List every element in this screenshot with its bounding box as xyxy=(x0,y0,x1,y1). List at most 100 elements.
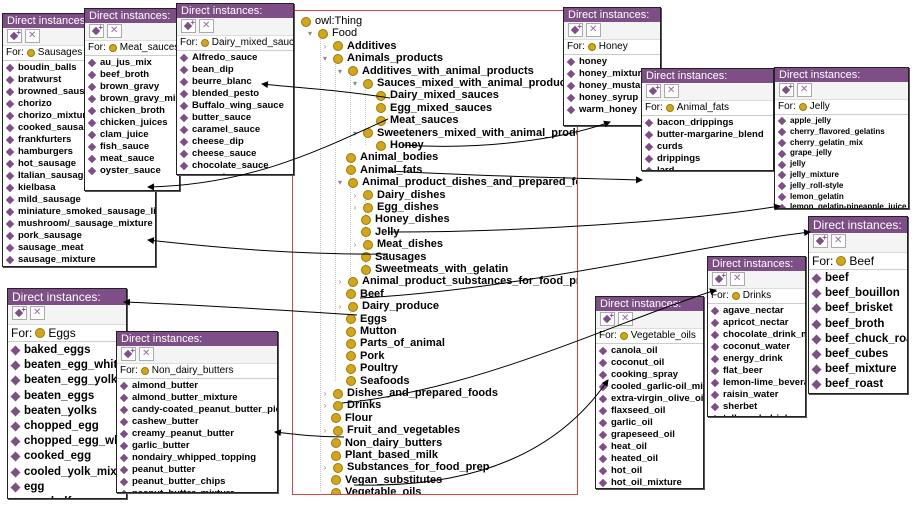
instance-item[interactable]: energy_drink xyxy=(710,353,802,365)
tree-node[interactable]: Plant_based_milk xyxy=(331,449,438,462)
add-individual-icon[interactable] xyxy=(121,345,136,361)
delete-individual-icon[interactable] xyxy=(107,24,122,38)
instance-item[interactable]: egg xyxy=(10,480,123,495)
tree-node[interactable]: Pork xyxy=(346,350,384,363)
add-individual-icon[interactable] xyxy=(12,304,27,320)
instance-item[interactable]: warm_honey xyxy=(566,104,657,116)
instance-item[interactable]: nondairy_whipped_topping xyxy=(119,452,274,464)
tree-node[interactable]: Honey_dishes xyxy=(361,213,450,226)
tree-node[interactable]: Honey xyxy=(376,139,424,152)
instance-item[interactable]: hot_sausage xyxy=(5,158,152,170)
instance-item[interactable]: chocolate_sauce xyxy=(179,160,290,172)
tree-node[interactable]: Animal_bodies xyxy=(346,151,438,164)
instance-item[interactable]: brown_gravy_mix xyxy=(87,93,179,105)
tree-toggle-icon[interactable]: ▾ xyxy=(337,178,342,188)
instance-item[interactable]: oyster_sauce xyxy=(87,165,176,177)
instance-item[interactable]: jelly xyxy=(777,159,905,170)
instance-item[interactable]: baked_eggs xyxy=(10,343,123,358)
tree-toggle-icon[interactable]: › xyxy=(323,41,327,51)
instance-item[interactable]: beef_brisket xyxy=(811,301,904,316)
tree-toggle-icon[interactable]: › xyxy=(323,401,327,411)
tree-toggle-icon[interactable]: › xyxy=(353,240,357,250)
instance-item[interactable]: beef xyxy=(811,271,904,286)
instance-item[interactable]: clam_juice xyxy=(87,129,176,141)
instance-item[interactable]: flat_beer xyxy=(710,365,802,377)
instance-item[interactable]: coconut_oil xyxy=(598,357,700,369)
delete-individual-icon[interactable] xyxy=(797,83,812,97)
instance-item[interactable]: miniature_smoked_sausage_links xyxy=(5,206,155,218)
add-individual-icon[interactable] xyxy=(7,27,22,43)
instance-item[interactable]: hot_oil_mixture xyxy=(598,477,700,488)
tree-toggle-icon[interactable]: › xyxy=(353,203,357,212)
instance-item[interactable]: beef_cubes xyxy=(811,347,904,362)
instance-item[interactable]: chopped_egg xyxy=(10,419,123,434)
instance-item[interactable]: cooking_spray xyxy=(598,369,700,381)
add-individual-icon[interactable] xyxy=(813,232,828,248)
instance-item[interactable]: bacon_drippings xyxy=(644,117,770,129)
instance-item[interactable]: beef_roast xyxy=(811,377,904,392)
tree-toggle-icon[interactable]: › xyxy=(323,426,327,436)
tree-node[interactable]: Mutton xyxy=(346,325,397,338)
tree-node[interactable]: Vegan_substitutes xyxy=(331,474,442,487)
instance-item[interactable]: beef_broth xyxy=(811,317,904,332)
instance-item[interactable]: chopped_egg_white xyxy=(10,434,126,449)
tree-node[interactable]: ▾Animal_product_dishes_and_prepared_food… xyxy=(336,176,577,189)
instance-item[interactable]: beef_broth xyxy=(87,69,176,81)
instance-item[interactable]: fish_sauce xyxy=(87,141,176,153)
tree-toggle-icon[interactable]: ▾ xyxy=(352,128,357,138)
delete-individual-icon[interactable] xyxy=(831,234,846,248)
instance-item[interactable]: sherbet xyxy=(710,401,802,413)
instance-item[interactable]: pork_sausage xyxy=(5,230,152,242)
instance-item[interactable]: garlic_oil xyxy=(598,417,700,429)
instance-item[interactable]: hamburgers xyxy=(5,146,152,158)
instance-item[interactable]: honey_mixture xyxy=(566,68,657,80)
tree-node[interactable]: ›Substances_for_food_prep xyxy=(321,461,490,474)
tree-node[interactable]: ›Dairy_produce xyxy=(336,300,439,313)
tree-node[interactable]: Poultry xyxy=(346,362,398,375)
instance-item[interactable]: beurre_blanc xyxy=(179,76,290,88)
instance-item[interactable]: heated_oil xyxy=(598,453,700,465)
instance-item[interactable]: hot_oil xyxy=(598,465,700,477)
instance-item[interactable]: bean_dip xyxy=(179,64,290,76)
tree-node[interactable]: ›Dishes_and_prepared_foods xyxy=(321,387,498,400)
delete-individual-icon[interactable] xyxy=(30,306,45,320)
tree-toggle-icon[interactable]: › xyxy=(338,302,342,312)
instance-item[interactable]: honey_syrup xyxy=(566,92,657,104)
instance-item[interactable]: canola_oil xyxy=(598,345,700,357)
tree-toggle-icon[interactable]: ▾ xyxy=(337,66,342,76)
add-individual-icon[interactable] xyxy=(89,22,104,38)
instance-item[interactable]: drippings xyxy=(644,153,770,165)
instance-item[interactable]: beef_slices xyxy=(812,393,904,394)
instance-item[interactable]: garlic_butter xyxy=(119,440,274,452)
instance-item[interactable]: beaten_eggs xyxy=(10,389,123,404)
instance-item[interactable]: chocolate_drink_mix xyxy=(710,329,805,341)
tree-node[interactable]: ›Animal_product_substances_for_food_prep xyxy=(336,275,577,288)
tree-node[interactable]: ▾Food xyxy=(306,27,357,40)
instance-item[interactable]: flaxseed_oil xyxy=(598,405,700,417)
tree-node[interactable]: ▾Sauces_mixed_with_animal_products xyxy=(351,77,576,90)
instance-item[interactable]: chorizo xyxy=(5,98,152,110)
instance-item[interactable]: meat_sauce xyxy=(87,153,176,165)
instance-item[interactable]: curds xyxy=(644,141,770,153)
instance-item[interactable]: peanut_butter xyxy=(119,464,274,476)
instance-item[interactable]: browned_sausag xyxy=(5,86,152,98)
add-individual-icon[interactable] xyxy=(600,310,615,326)
instance-item[interactable]: cheese_sauce xyxy=(179,148,290,160)
tree-node[interactable]: Parts_of_animal xyxy=(346,337,445,350)
instance-item[interactable]: beef_mixture xyxy=(811,362,904,377)
instance-item[interactable]: extra-virgin_olive_oil xyxy=(598,393,703,405)
tree-toggle-icon[interactable]: › xyxy=(323,389,327,398)
tree-node[interactable]: ▾Sweeteners_mixed_with_animal_products xyxy=(351,127,577,140)
add-individual-icon[interactable] xyxy=(779,81,794,97)
instance-item[interactable]: jelly_mixture xyxy=(777,170,905,181)
instance-item[interactable]: Buffalo_wing_sauce xyxy=(179,100,290,112)
instance-item[interactable]: agave_nectar xyxy=(710,305,802,317)
instance-item[interactable]: almond_butter xyxy=(119,380,274,392)
tree-node[interactable]: ›Drinks xyxy=(321,399,382,412)
instance-item[interactable]: cashew_butter xyxy=(119,416,274,428)
add-individual-icon[interactable] xyxy=(568,21,583,37)
instance-item[interactable]: grape_jelly xyxy=(777,148,905,159)
instance-item[interactable]: butter_sauce xyxy=(179,112,290,124)
instance-item[interactable]: bratwurst xyxy=(5,74,152,86)
instance-item[interactable]: brown_gravy xyxy=(87,81,176,93)
